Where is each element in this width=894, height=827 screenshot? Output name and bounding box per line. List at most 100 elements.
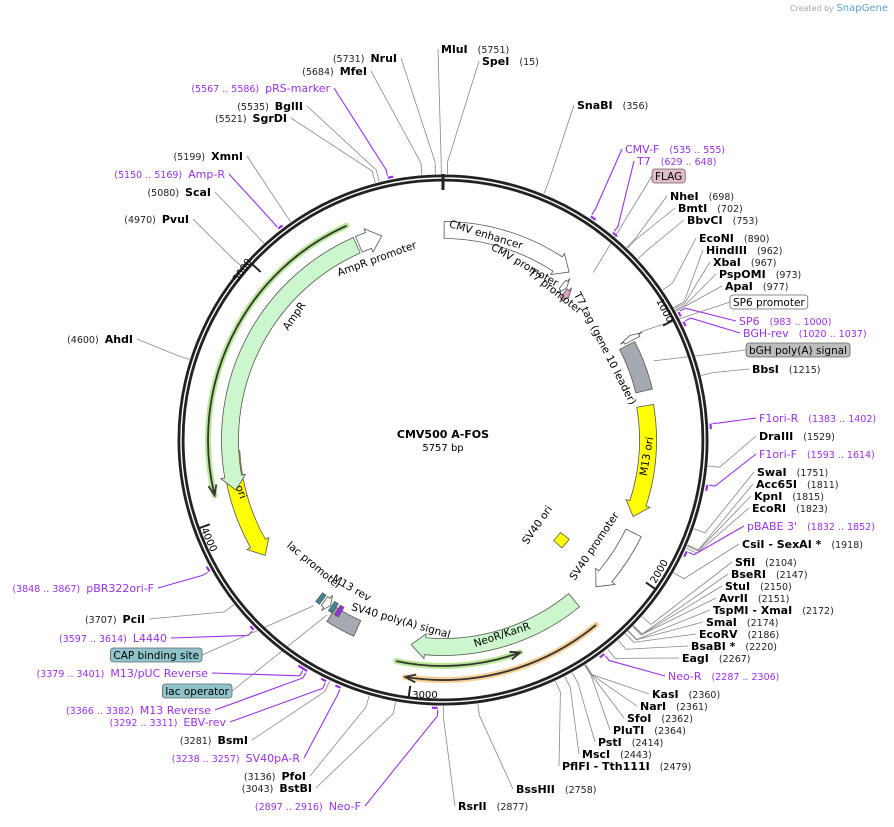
label-location: (2364) xyxy=(654,726,686,737)
label-pflfi-tth111i: PflFI - Tth111I (2479) xyxy=(562,760,691,773)
label-name: KasI xyxy=(652,688,679,701)
label-neo-r: Neo-R(2287 .. 2306) xyxy=(668,670,779,683)
label-msci: MscI(2443) xyxy=(582,748,652,761)
plasmid-name: CMV500 A-FOS xyxy=(397,428,489,441)
label-name: BglII xyxy=(275,100,303,113)
label-location: (2220) xyxy=(745,642,777,653)
leader-line xyxy=(543,104,575,194)
leader-line xyxy=(477,703,514,790)
label-name: XmnI xyxy=(211,150,243,163)
label-bbvci: BbvCI(753) xyxy=(687,214,758,227)
label-pbr322ori-f: (3848 .. 3867)pBR322ori-F xyxy=(12,582,154,595)
leader-line xyxy=(626,195,668,248)
label-swai: SwaI(1751) xyxy=(757,466,828,479)
orf-line xyxy=(207,224,348,496)
leader-line xyxy=(684,317,741,334)
label-location: (2104) xyxy=(765,558,797,569)
leader-line xyxy=(627,621,704,641)
label-name: Acc65I xyxy=(756,478,797,491)
feature-neor-kanr xyxy=(410,593,581,660)
label-econi: EcoNI(890) xyxy=(699,232,769,245)
primer-binding-mark xyxy=(612,231,618,238)
primer-binding-mark xyxy=(302,667,308,672)
leader-line xyxy=(214,191,265,244)
leader-line xyxy=(675,273,717,311)
label-name: BssHII xyxy=(516,783,555,796)
label-location: (5535) xyxy=(237,102,269,113)
label-name: RsrII xyxy=(458,800,487,813)
label-acc65i: Acc65I(1811) xyxy=(756,478,839,491)
label-location: (4970) xyxy=(124,215,156,226)
label-location: (2897 .. 2916) xyxy=(255,802,323,813)
label-name: PflFI - Tth111I xyxy=(562,760,650,773)
orf-line xyxy=(405,624,597,681)
label-pvui: (4970)PvuI xyxy=(124,213,189,226)
label-name: pBR322ori-F xyxy=(86,582,154,595)
leader-line xyxy=(571,672,596,743)
label-location: (702) xyxy=(717,204,743,215)
label-kasi: KasI (2360) xyxy=(652,688,720,701)
label-kpni: KpnI(1815) xyxy=(754,490,824,503)
leader-line xyxy=(584,664,625,719)
feature-t7-promoter xyxy=(557,278,571,294)
feature-box xyxy=(745,342,851,358)
feature-label: lac promoter xyxy=(284,540,344,593)
label-name: HindIII xyxy=(706,244,747,257)
feature-m13-ori xyxy=(625,403,657,518)
label-location: (5684) xyxy=(302,67,334,78)
leader-line xyxy=(607,648,680,659)
label-bsmi: (3281)BsmI xyxy=(180,734,248,747)
label-xbai: XbaI(967) xyxy=(713,256,776,269)
label-name: SgrDI xyxy=(253,112,287,125)
label-name: SV40pA-R xyxy=(246,752,301,765)
primer-binding-mark xyxy=(387,175,394,179)
primer-binding-mark xyxy=(683,550,688,558)
leader-line xyxy=(712,417,757,424)
label-spei: SpeI(15) xyxy=(482,55,539,68)
label-name: PciI xyxy=(123,613,145,626)
label-name: NheI xyxy=(670,190,699,203)
label-sv40pa-r: (3238 .. 3257)SV40pA-R xyxy=(172,752,301,765)
label-t7: T7(629 .. 648) xyxy=(636,155,716,168)
label-name: F1ori-R xyxy=(759,412,799,425)
leader-line xyxy=(625,633,697,643)
label-location: (3281) xyxy=(180,736,212,747)
leader-line xyxy=(564,676,580,755)
label-location: (983 .. 1000) xyxy=(770,317,832,328)
label-location: (962) xyxy=(757,246,783,257)
leader-line xyxy=(673,543,740,580)
label-name: M13 Reverse xyxy=(140,704,211,717)
leader-line xyxy=(211,670,304,677)
label-bglii: (5535) BglII xyxy=(237,100,303,113)
orf-layer xyxy=(205,222,600,684)
label-location: (2758) xyxy=(565,785,597,796)
label-location: (2362) xyxy=(661,714,693,725)
leader-lines xyxy=(136,48,757,807)
label-eagi: EagI(2267) xyxy=(682,652,751,665)
primer-binding-mark xyxy=(599,653,605,659)
label-name: BbsI xyxy=(752,363,779,376)
label-name: DraIII xyxy=(759,430,793,443)
label-location: (2479) xyxy=(660,762,692,773)
label-bbsi: BbsI(1215) xyxy=(752,363,821,376)
label-lac-operator: lac operator xyxy=(161,683,233,699)
label-name: SfoI xyxy=(627,712,651,725)
label-neo-f: (2897 .. 2916)Neo-F xyxy=(255,800,361,813)
leader-line xyxy=(231,614,328,692)
label-hindiii: HindIII (962) xyxy=(706,244,783,257)
label-location: (1823) xyxy=(796,504,828,515)
label-location: (5751) xyxy=(478,45,510,56)
leader-line xyxy=(370,70,423,175)
label-location: (1020 .. 1037) xyxy=(799,329,867,340)
label-name: AhdI xyxy=(105,333,133,346)
orf-line xyxy=(395,651,521,667)
label-nhei: NheI (698) xyxy=(670,190,734,203)
leader-line xyxy=(303,689,341,759)
label-location: (2360) xyxy=(689,690,721,701)
feature-bgh-poly-a-signal xyxy=(619,341,653,394)
label-apai: ApaI(977) xyxy=(725,280,788,293)
label-location: (698) xyxy=(709,192,735,203)
orf-arrowhead xyxy=(509,650,523,661)
label-name: XbaI xyxy=(713,256,741,269)
label-location: (2361) xyxy=(676,702,708,713)
